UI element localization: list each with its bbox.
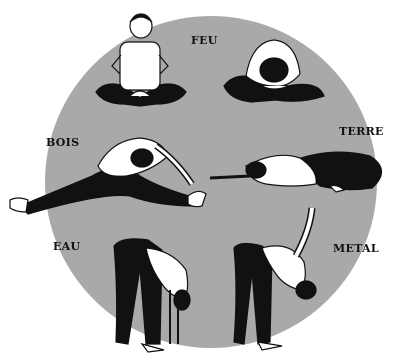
label-metal: METAL xyxy=(333,242,379,255)
label-eau: EAU xyxy=(53,240,80,253)
label-feu: FEU xyxy=(191,34,218,47)
label-terre: TERRE xyxy=(339,125,384,138)
label-bois: BOIS xyxy=(46,136,79,149)
